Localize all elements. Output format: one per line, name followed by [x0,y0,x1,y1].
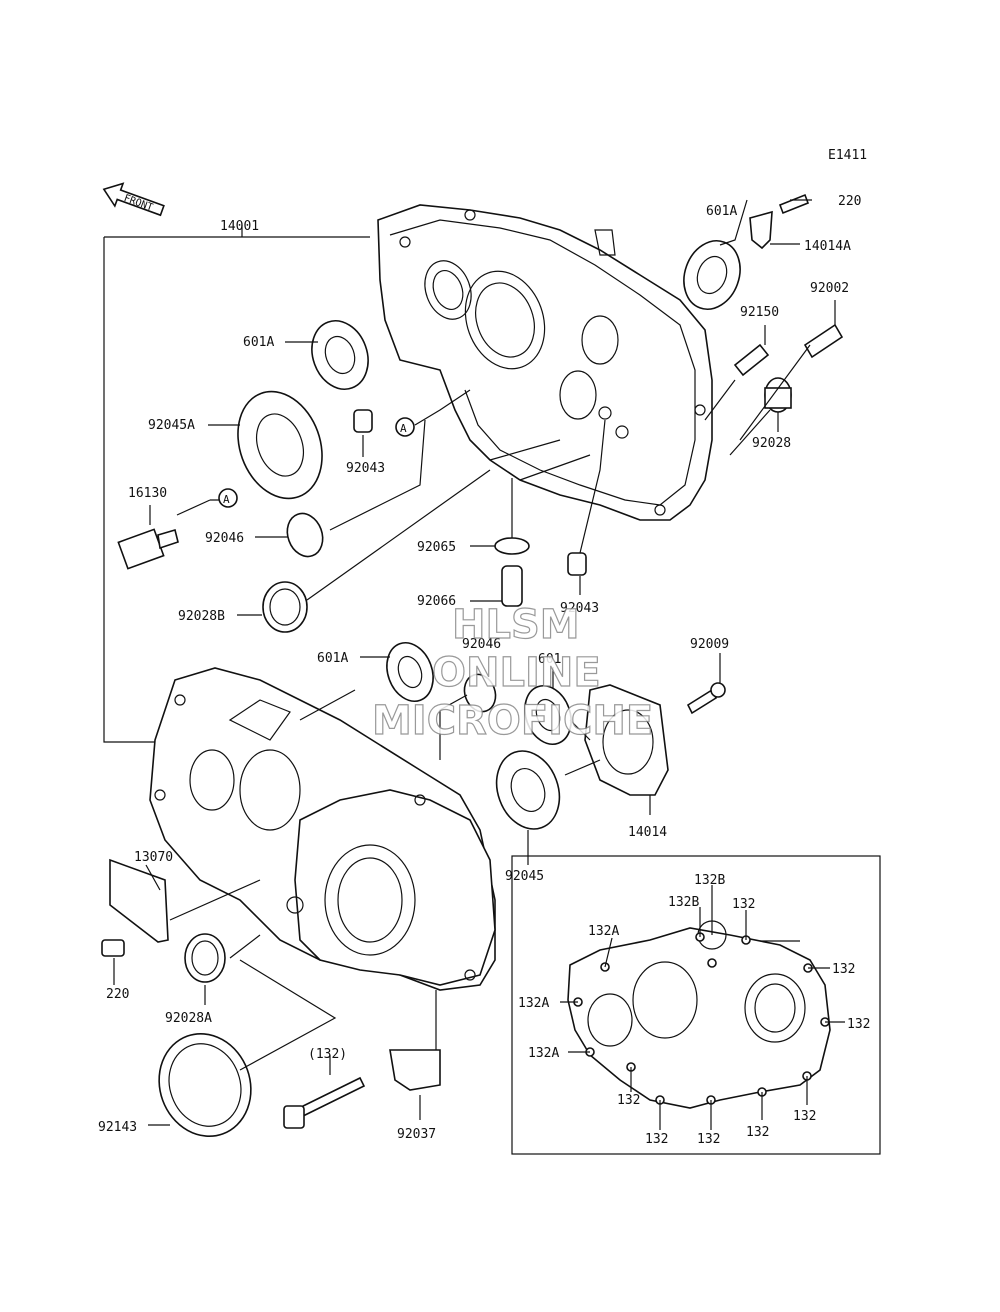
assembly-bracket [103,225,370,743]
label-92043-upper: 92043 [346,461,385,476]
diagram-code: E1411 [828,148,867,163]
label-14014: 14014 [628,825,667,840]
left-crankcase-half [149,667,496,991]
bushing-92028 [764,377,792,413]
inset-label-132-1: 132 [732,897,755,912]
bearing-92045a [237,390,323,500]
svg-text:HLSM: HLSM [452,602,580,648]
inset-label-132a-left2: 132A [528,1046,559,1061]
part-92066 [501,565,523,607]
cover-14014 [584,684,669,796]
inset-label-132-b1: 132 [617,1093,640,1108]
label-92066: 92066 [417,594,456,609]
screw-92009 [686,682,726,715]
label-13070: 13070 [134,850,173,865]
right-crankcase-half [377,204,713,521]
label-92143: 92143 [98,1120,137,1135]
label-92046-mid: 92046 [462,637,501,652]
bolt-pattern-inset: 132B 132B 132 132A 132 132 132A 132A 132… [511,855,881,1155]
reference-a-upper: A [395,417,415,437]
bearing-601a-top [683,240,741,310]
bracket-14014a [749,210,773,250]
washer-92065 [494,537,530,555]
inset-label-132-b3: 132 [697,1132,720,1147]
label-92046-left: 92046 [205,531,244,546]
label-132-paren: (132) [308,1047,347,1062]
bearing-601a-mid [386,642,434,702]
label-92028a: 92028A [165,1011,212,1026]
label-16130: 16130 [128,486,167,501]
bushing-92046-mid [463,673,497,713]
label-92045a: 92045A [148,418,195,433]
inset-label-132a-left1: 132A [518,996,549,1011]
label-92037: 92037 [397,1127,436,1142]
bearing-601a-left [311,320,369,390]
label-601: 601 [538,652,561,667]
oil-seal-92028b [262,581,308,633]
label-14014a: 14014A [804,239,851,254]
bracket-13070 [109,858,169,943]
dowel-92043-lower [567,552,587,576]
stud-92150 [733,343,770,377]
label-92043-lower: 92043 [560,601,599,616]
front-arrow-icon: FRONT [102,182,165,217]
inset-label-132a-top: 132A [588,924,619,939]
dowel-92043-upper [353,409,373,433]
svg-text:MICROFICHE: MICROFICHE [372,698,653,744]
part-16130 [117,528,179,570]
label-92150: 92150 [740,305,779,320]
svg-text:ONLINE: ONLINE [432,650,601,696]
bolt-220-bottom [101,939,125,957]
clamp-92037 [389,1049,441,1091]
ring-92143 [158,1032,252,1138]
bushing-92046-left [286,512,324,558]
label-92065: 92065 [417,540,456,555]
bolt-220-top [778,193,810,215]
label-601a-mid: 601A [317,651,348,666]
leader-lines [113,199,836,1126]
label-92028b: 92028B [178,609,225,624]
label-220-bottom: 220 [106,987,129,1002]
label-92028: 92028 [752,436,791,451]
svg-text:A: A [223,493,230,506]
label-92002: 92002 [810,281,849,296]
label-601a-top-right: 601A [706,204,737,219]
inset-label-132-right2: 132 [847,1017,870,1032]
label-92009: 92009 [690,637,729,652]
watermark: HLSM ONLINE MICROFICHE [371,601,653,744]
bearing-92045 [495,750,561,830]
inset-label-132b-2: 132B [668,895,699,910]
inset-label-132-right1: 132 [832,962,855,977]
svg-text:A: A [400,422,407,435]
inset-label-132-b4: 132 [746,1125,769,1140]
bolt-132 [283,1076,366,1129]
inset-label-132b-1: 132B [694,873,725,888]
label-14001: 14001 [220,219,259,234]
inset-label-132-b2: 132 [645,1132,668,1147]
inset-label-132-b5: 132 [793,1109,816,1124]
callout-labels: 14001 220 14014A 601A 92002 92150 92028 … [98,194,861,1142]
label-220-top: 220 [838,194,861,209]
label-601a-left: 601A [243,335,274,350]
oil-seal-92028a [184,933,226,983]
plug-92002 [803,323,844,359]
label-92045: 92045 [505,869,544,884]
bearing-601 [524,685,572,745]
reference-a-lower: A [218,488,238,508]
